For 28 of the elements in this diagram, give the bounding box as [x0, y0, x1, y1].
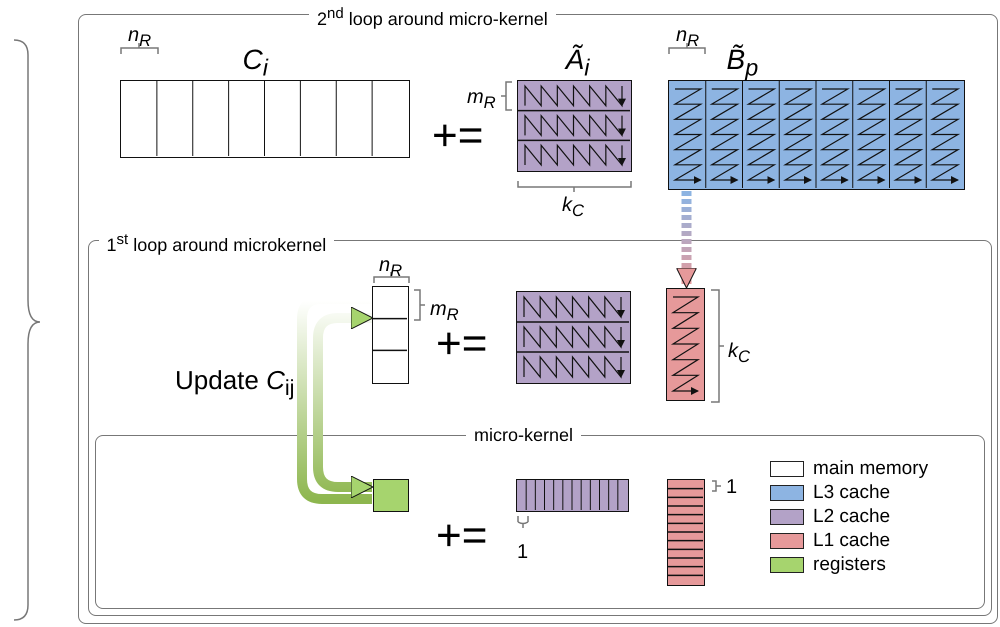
matrix-block	[372, 286, 409, 384]
dimension-label: m$_{R}$	[467, 86, 496, 112]
matrix-block	[516, 291, 631, 384]
dimension-label: n$_{R}$	[128, 24, 152, 50]
matrix-block	[666, 288, 705, 401]
legend-text: L2 cache	[813, 506, 890, 528]
block-arrow	[313, 306, 374, 498]
matrix-name: B̃$_{p}$	[726, 44, 758, 82]
matrix-block	[516, 478, 628, 512]
matrix-name: Ã$_{i}$	[566, 44, 590, 82]
arrow	[676, 191, 697, 288]
panel-title: 2$^{nd}$ loop around micro-kernel	[309, 4, 556, 29]
legend-text: L3 cache	[813, 482, 890, 504]
dimension-label: k$_{C}$	[562, 194, 584, 220]
operator-symbol: +=	[436, 512, 488, 560]
matrix-block	[666, 478, 704, 586]
legend-text: main memory	[813, 458, 928, 480]
dimension-label: n$_{R}$	[379, 254, 402, 280]
matrix-block	[372, 478, 408, 512]
legend-text: L1 cache	[813, 530, 890, 552]
dimension-label: n$_{R}$	[676, 24, 700, 50]
matrix-name: C$_{i}$	[242, 44, 268, 82]
legend-text: registers	[813, 554, 886, 576]
operator-symbol: +=	[432, 112, 484, 160]
dimension-label: 1	[726, 476, 738, 498]
annotation-text: Update C$_{ij}$	[175, 366, 294, 400]
dimension-label: k$_{C}$	[728, 340, 750, 366]
dimension-label: 1	[517, 541, 528, 563]
